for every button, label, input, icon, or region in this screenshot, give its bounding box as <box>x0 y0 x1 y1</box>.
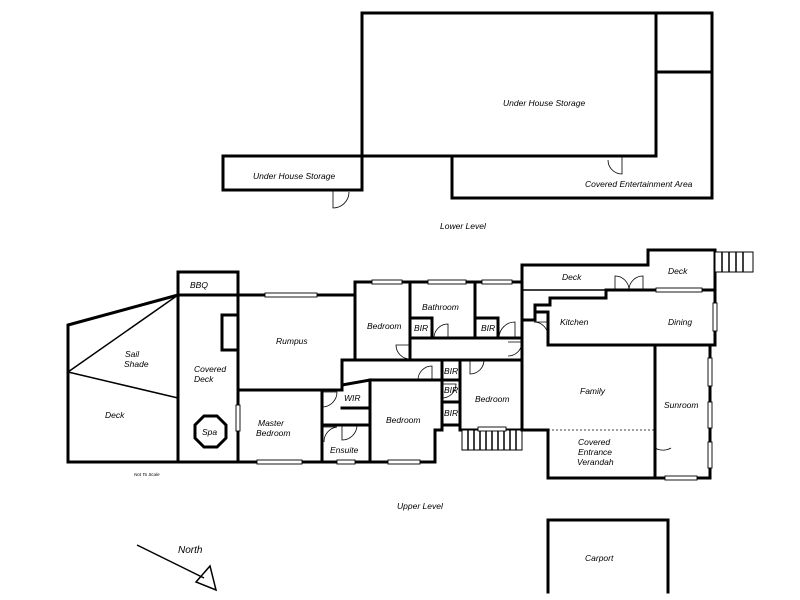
window <box>707 357 713 387</box>
lower-level <box>221 11 714 209</box>
level-label: Lower Level <box>440 221 487 231</box>
room-label: Verandah <box>577 457 614 467</box>
room-label: Carport <box>585 553 614 563</box>
room-label: BIR <box>444 385 458 395</box>
room-label: Bedroom <box>386 415 421 425</box>
window <box>336 459 356 465</box>
room-label: Deck <box>562 272 582 282</box>
room-label: Bedroom <box>256 428 291 438</box>
sunroom-walls <box>653 343 712 480</box>
sail-shade-edge <box>67 371 179 399</box>
scale-note: Not To Scale <box>134 472 160 477</box>
spa-tub <box>193 414 228 449</box>
door-swing <box>341 424 358 441</box>
upper-level <box>66 248 754 481</box>
sail-shade-edge <box>67 294 179 373</box>
window <box>477 426 507 432</box>
external-stair-treads <box>721 252 744 272</box>
door-swing <box>498 321 516 339</box>
room-label: Spa <box>202 427 217 437</box>
door-swing <box>433 323 449 339</box>
window <box>264 292 318 298</box>
room-label: Shade <box>124 359 149 369</box>
deck-top-walls <box>520 248 717 322</box>
door-swing <box>417 365 433 381</box>
door-swing <box>614 275 630 291</box>
door-swing <box>469 359 485 375</box>
covered-deck-walls <box>176 293 240 464</box>
door-swing <box>628 275 644 291</box>
door-swing <box>332 190 350 209</box>
level-label: Upper Level <box>397 501 444 511</box>
room-label: Under House Storage <box>253 171 335 181</box>
room-label: BIR <box>414 323 428 333</box>
room-label: Under House Storage <box>503 98 585 108</box>
room-label: Ensuite <box>330 445 359 455</box>
carport <box>546 518 670 594</box>
room-label: BBQ <box>190 280 208 290</box>
window <box>427 279 467 285</box>
door-swing <box>322 426 338 443</box>
door-swing <box>441 383 457 399</box>
north-arrow <box>136 544 218 592</box>
stair-treads <box>467 430 517 450</box>
window <box>481 279 513 285</box>
room-label: WIR <box>344 393 361 403</box>
room-label: BIR <box>481 323 495 333</box>
bbq-walls <box>176 270 240 297</box>
door-swing <box>321 391 338 408</box>
room-label: BIR <box>444 408 458 418</box>
ensuite-partition <box>320 406 372 427</box>
north-arrow-head-icon <box>194 564 218 592</box>
storage-partition <box>450 11 714 158</box>
under-house-storage-small-walls <box>221 154 364 192</box>
window <box>655 287 703 293</box>
carport-walls <box>546 518 670 594</box>
door-swing <box>533 321 549 337</box>
bir-1-walls <box>408 316 434 340</box>
room-label: Deck <box>668 266 688 276</box>
external-stairs <box>714 251 754 273</box>
room-label: Dining <box>668 317 692 327</box>
room-label: Covered Entertainment Area <box>585 179 693 189</box>
room-label: Master <box>258 418 285 428</box>
door-swing <box>507 341 523 357</box>
window <box>387 459 421 465</box>
family-walls <box>520 336 657 480</box>
room-label: Rumpus <box>276 336 308 346</box>
room-label: Covered <box>578 437 610 447</box>
window <box>664 475 698 481</box>
room-label: Family <box>580 386 606 396</box>
room-label: Sail <box>125 349 140 359</box>
window <box>707 401 713 429</box>
window <box>707 441 713 469</box>
door-swing <box>395 344 411 360</box>
room-label: Entrance <box>578 447 612 457</box>
window <box>256 459 303 465</box>
room-label: Sunroom <box>664 400 699 410</box>
room-label: Kitchen <box>560 317 589 327</box>
door-swing <box>607 156 623 175</box>
room-label: Bedroom <box>475 394 510 404</box>
kitchen-dining-walls <box>520 288 717 347</box>
room-label: BIR <box>444 366 458 376</box>
room-label: Deck <box>105 410 125 420</box>
room-label: Bedroom <box>367 321 402 331</box>
hallway-walls <box>340 358 444 464</box>
room-label: Bathroom <box>422 302 459 312</box>
north-label: North <box>178 545 203 556</box>
window <box>235 404 241 432</box>
door-swing <box>654 432 672 451</box>
window <box>371 279 403 285</box>
room-label: Covered <box>194 364 226 374</box>
deck-left-walls <box>66 293 180 464</box>
window <box>712 302 718 332</box>
room-label: Deck <box>194 374 214 384</box>
